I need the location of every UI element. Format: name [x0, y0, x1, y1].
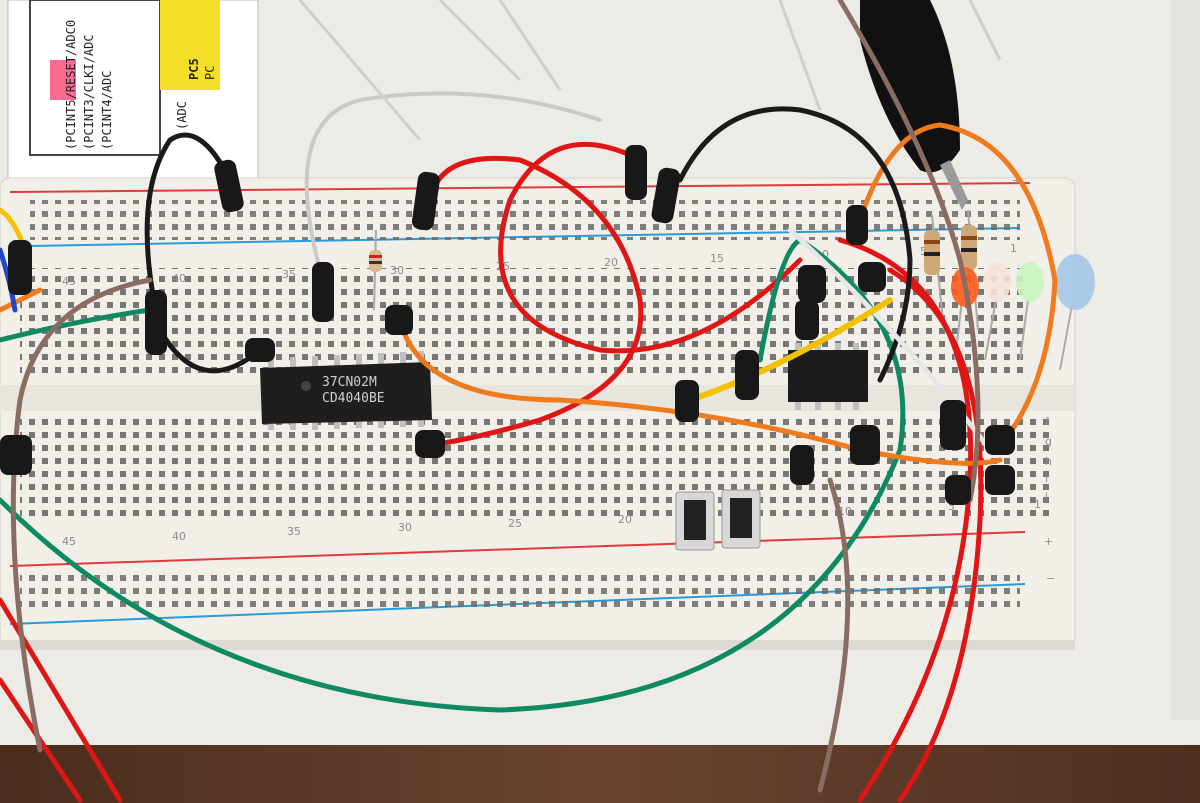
row-num: 15: [710, 252, 724, 265]
wire-gray: [304, 91, 602, 272]
component-leads: [298, 0, 1002, 141]
pinout-text-6: (ADC: [175, 101, 189, 130]
wire-red-5: [0, 597, 123, 803]
row-numbers-bottom: 45 40 35 30 25 20 10 5 1: [62, 498, 1041, 548]
row-num: 1: [1010, 242, 1017, 255]
push-button-right: [721, 489, 761, 549]
top-red-rail-line: [9, 182, 1031, 193]
col-letter: f: [1045, 415, 1050, 428]
top-plus-sign: +: [1012, 174, 1021, 187]
resistor-small: [369, 229, 382, 311]
top-rail-holes: [30, 200, 1020, 240]
bottom-plus-sign: +: [1044, 535, 1053, 548]
probe-clip: [860, 0, 968, 210]
pinout-text-5: PC: [203, 66, 217, 80]
row-num: 30: [390, 264, 404, 277]
wire-brown-3: [817, 477, 851, 793]
push-button-left: [675, 491, 715, 551]
led-blue: [1055, 254, 1095, 371]
row-num: 35: [282, 268, 296, 281]
pinout-card: (PCINT5/RESET/ADC0 (PCINT3/CLKI/ADC (PCI…: [7, 0, 259, 181]
ic-chip-small: [788, 343, 868, 410]
column-letters: f g h i j: [1044, 415, 1052, 503]
bottom-minus-sign: −: [1046, 572, 1055, 585]
led-clear: [983, 262, 1011, 361]
col-letter: i: [1045, 472, 1048, 485]
col-letter: j: [1044, 490, 1048, 503]
wire-end-caps: [0, 145, 1015, 505]
row-num: 5: [948, 500, 955, 513]
resistor-pair: [924, 209, 979, 331]
wire-orange-2: [857, 122, 1058, 443]
row-num: 30: [398, 521, 412, 534]
tray-edge: [1170, 0, 1200, 720]
col-letter: h: [1045, 455, 1052, 468]
wire-black-2: [144, 132, 263, 374]
lower-terminal-holes: [20, 415, 1050, 520]
wire-yellow: [687, 297, 893, 403]
row-num: 45: [62, 535, 76, 548]
breadboard: + + − 45 40 35 30 25 20 15 10 5 1 45 40 …: [0, 174, 1076, 650]
wire-red-4: [887, 267, 984, 803]
row-num: 40: [172, 530, 186, 543]
row-num: 20: [604, 256, 618, 269]
pinout-text-4: PC5: [187, 58, 201, 80]
pinout-text-1: (PCINT5/RESET/ADC0: [64, 20, 78, 150]
pinout-text-3: (PCINT4/ADC: [100, 71, 114, 150]
col-letter: g: [1045, 435, 1052, 448]
bottom-rail-holes: [20, 570, 1020, 610]
row-num: 20: [618, 513, 632, 526]
pinout-text-2: (PCINT3/CLKI/ADC: [82, 34, 96, 150]
row-num: 35: [287, 525, 301, 538]
row-num: 25: [508, 517, 522, 530]
row-num: 40: [172, 272, 186, 285]
wire-red-loop: [427, 155, 644, 448]
wire-white: [787, 227, 993, 453]
ic-chip-cd4040: 37CN02M CD4040BE: [260, 351, 432, 430]
row-num: 5: [920, 245, 927, 258]
row-num: 45: [62, 275, 76, 288]
chip-marking-1: 37CN02M: [322, 375, 377, 390]
wire-orange-3: [0, 287, 43, 313]
led-green: [1016, 262, 1044, 361]
row-num: 1: [1034, 498, 1041, 511]
wire-black-1: [677, 106, 913, 383]
wire-brown-2: [837, 0, 981, 503]
chip-marking-2: CD4040BE: [322, 391, 385, 406]
wire-brown: [10, 277, 153, 753]
wire-red-2: [498, 141, 803, 354]
wire-green-2: [0, 307, 153, 343]
